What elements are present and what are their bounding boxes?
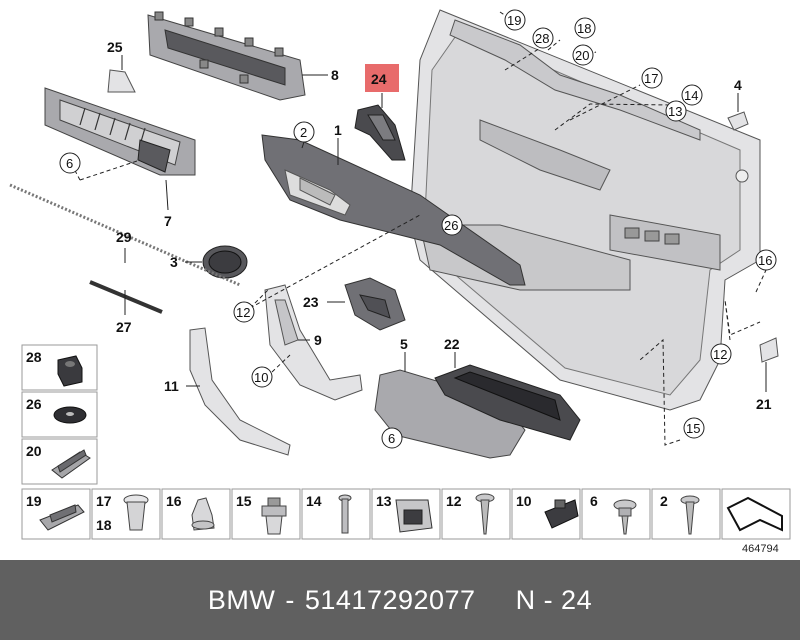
- callout-1: 1: [334, 122, 342, 138]
- callouts: 25 8 6 7 2 1 24 19 28 18 20 17 14 13 4 2…: [59, 9, 777, 449]
- callout-25: 25: [107, 39, 123, 55]
- part-number: 51417292077: [304, 584, 476, 615]
- legend-number-19: 19: [26, 493, 42, 509]
- legend-number-26: 26: [26, 396, 42, 412]
- parts-diagram: 25 8 6 7 2 1 24 19 28 18 20 17 14 13 4 2…: [9, 9, 791, 555]
- callout-3: 3: [170, 254, 178, 270]
- callout-26: 26: [444, 218, 458, 233]
- diagram-id: 464794: [742, 543, 779, 555]
- callout-21: 21: [756, 396, 772, 412]
- clip-21: [759, 337, 779, 363]
- armrest-pad-5: [374, 369, 526, 459]
- callout-13: 13: [668, 104, 682, 119]
- armrest-pad-22: [434, 364, 581, 441]
- callout-22: 22: [444, 336, 460, 352]
- clip-25: [107, 69, 136, 93]
- clip-4: [727, 111, 749, 131]
- callout-8: 8: [331, 67, 339, 83]
- position-label: N - 24: [515, 584, 593, 615]
- torx-screw-icon: [680, 495, 700, 535]
- door-trim-panel: [409, 9, 761, 411]
- plastic-rivet-icon: [191, 497, 215, 531]
- seal-27: [89, 280, 163, 314]
- legend-number-13: 13: [376, 493, 392, 509]
- expansion-rivet-icon: [123, 494, 149, 531]
- legend-number-17: 17: [96, 493, 112, 509]
- callout-17: 17: [644, 71, 658, 86]
- callout-5: 5: [400, 336, 408, 352]
- callout-23: 23: [303, 294, 319, 310]
- callout-2: 2: [300, 125, 307, 140]
- callout-15: 15: [686, 421, 700, 436]
- callout-18: 18: [577, 21, 591, 36]
- push-clip-icon: [261, 497, 287, 535]
- callout-28: 28: [535, 31, 549, 46]
- highlight-box: [365, 64, 399, 92]
- callout-12b: 12: [713, 347, 727, 362]
- callout-9: 9: [314, 332, 322, 348]
- pin-screw-icon: [338, 494, 352, 534]
- footer-bar: BMW - 51417292077 N - 24: [0, 560, 800, 640]
- callout-19: 19: [507, 13, 521, 28]
- callout-10: 10: [254, 370, 268, 385]
- separator: -: [285, 584, 295, 615]
- callout-20: 20: [575, 48, 589, 63]
- arrow-wedge-icon: [726, 496, 783, 532]
- legend-number-2: 2: [660, 493, 668, 509]
- legend-number-6: 6: [590, 493, 598, 509]
- legend-number-14: 14: [306, 493, 322, 509]
- legend-bottom: 19 17 18 16 15 14 13 12 10 6 2: [21, 488, 791, 540]
- handle-insert-24: [354, 104, 406, 161]
- legend-number-28: 28: [26, 349, 42, 365]
- seal-strip-29: [9, 183, 241, 287]
- legend-number-15: 15: [236, 493, 252, 509]
- decor-strip-8: [147, 11, 306, 101]
- washer-icon: [53, 406, 87, 424]
- legend-number-12: 12: [446, 493, 462, 509]
- legend-number-16: 16: [166, 493, 182, 509]
- leader-lines: [71, 11, 767, 446]
- callout-6a: 6: [66, 156, 73, 171]
- legend-number-20: 20: [26, 443, 42, 459]
- handle-trim-11: [189, 327, 291, 456]
- sheet-clip-icon: [544, 499, 579, 529]
- callout-7: 7: [164, 213, 172, 229]
- flange-screw-icon: [613, 499, 637, 535]
- clip-bracket-icon: [39, 504, 85, 531]
- legend-number-18: 18: [96, 517, 112, 533]
- square-nut-icon: [57, 355, 83, 387]
- legend-number-10: 10: [516, 493, 532, 509]
- callout-27: 27: [116, 319, 132, 335]
- callout-24: 24: [371, 71, 387, 87]
- spring-clip-icon: [395, 499, 433, 533]
- self-tapping-screw-icon: [475, 493, 495, 535]
- legend-left: 28 26 20: [21, 344, 98, 485]
- trim-cover-23: [344, 277, 406, 331]
- brand-label: BMW: [207, 584, 276, 615]
- speaker-grille-3: [202, 245, 248, 279]
- callout-12a: 12: [236, 305, 250, 320]
- clip-rail-icon: [51, 449, 91, 479]
- callout-6b: 6: [388, 431, 395, 446]
- callout-16: 16: [758, 253, 772, 268]
- callout-11: 11: [164, 378, 179, 394]
- callout-4: 4: [734, 77, 742, 93]
- callout-14: 14: [684, 88, 698, 103]
- armrest-bar-1: [261, 134, 526, 286]
- trim-frame-7: [44, 87, 196, 176]
- callout-29: 29: [116, 229, 132, 245]
